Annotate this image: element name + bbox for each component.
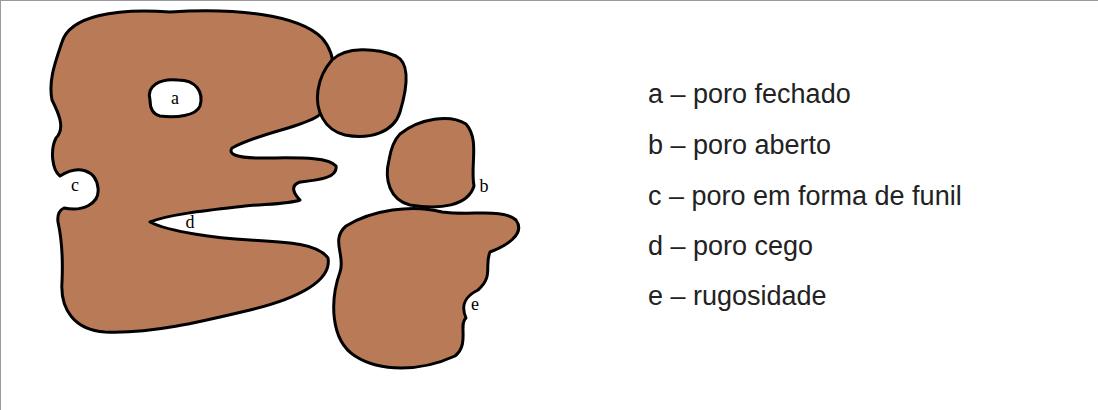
legend-text: b – poro aberto	[648, 129, 831, 161]
callout-letter: e	[471, 295, 479, 313]
callout-letter: b	[480, 177, 489, 195]
small-particle	[317, 50, 406, 137]
small-particle	[387, 119, 474, 207]
callout-letter: c	[71, 176, 79, 194]
rough-particle	[334, 208, 519, 368]
large-particle	[51, 11, 336, 332]
legend-text: c – poro em forma de funil	[648, 180, 962, 212]
closed-pore	[149, 80, 201, 117]
frame-line	[0, 0, 1098, 1]
callout-letter: a	[171, 89, 179, 107]
legend-text: d – poro cego	[648, 230, 813, 262]
legend-text: e – rugosidade	[648, 280, 827, 312]
legend-text: a – poro fechado	[648, 78, 851, 110]
frame-line	[0, 0, 1, 410]
callout-letter: d	[186, 213, 195, 231]
